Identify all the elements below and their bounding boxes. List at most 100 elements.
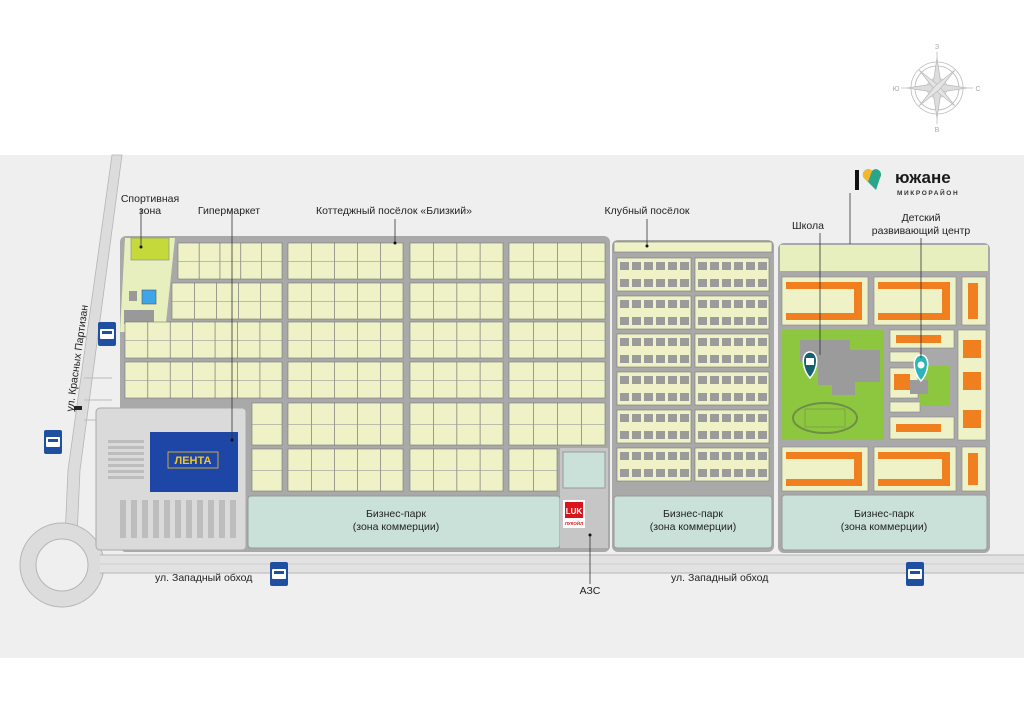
compass-east: С [975, 86, 980, 93]
cottage-house [722, 338, 731, 346]
label-kids-center-2: развивающий центр [872, 225, 971, 237]
cottage-house [620, 414, 629, 422]
brand-name: южане [895, 168, 951, 187]
cottage-house [710, 469, 719, 477]
parking-row [153, 500, 159, 538]
lot-divider [288, 261, 403, 262]
cottage-house [620, 355, 629, 363]
cottage-house [734, 393, 743, 401]
bus-stop-icon[interactable] [906, 562, 924, 586]
lot-divider [509, 424, 605, 425]
cottage-house [680, 262, 689, 270]
cottage-house [746, 338, 755, 346]
lenta-sign [167, 451, 219, 469]
cottage-house [710, 317, 719, 325]
residential-block [889, 401, 921, 413]
parking-row [108, 452, 144, 455]
apartment-building [878, 452, 942, 459]
cottage-house [644, 279, 653, 287]
lukoil-name: ЛУКОЙЛ [565, 519, 584, 526]
cottage-house [734, 355, 743, 363]
apartment-building [878, 479, 942, 486]
yuzhane-north-strip [780, 245, 988, 271]
pool [141, 289, 157, 305]
cottage-house [734, 300, 743, 308]
business-park-3 [781, 494, 988, 551]
cottage-house [722, 300, 731, 308]
cottage-house [698, 355, 707, 363]
cottage-house [668, 317, 677, 325]
cottage-house [632, 338, 641, 346]
school-pin-icon[interactable] [802, 351, 818, 380]
club-lot-block [694, 371, 770, 406]
apartment-building [786, 452, 854, 459]
cottage-house [656, 338, 665, 346]
cottage-house [698, 376, 707, 384]
cottage-house [758, 355, 767, 363]
parking-row [219, 500, 225, 538]
cottage-house [680, 355, 689, 363]
cottage-house [620, 317, 629, 325]
cottage-house [668, 376, 677, 384]
business-park-2-subtitle: (зона коммерции) [650, 521, 737, 533]
label-hypermarket: Гипермаркет [198, 205, 260, 217]
lot-divider [509, 261, 605, 262]
cottage-house [668, 452, 677, 460]
bus-stop-icon[interactable] [98, 322, 116, 346]
apartment-building [896, 335, 941, 343]
parking-row [197, 500, 203, 538]
cottage-house [644, 431, 653, 439]
lot-divider [288, 470, 403, 471]
compass-north: З [935, 44, 939, 51]
parking-row [164, 500, 170, 538]
apartment-building [963, 372, 981, 390]
cottage-house [644, 355, 653, 363]
cottage-house [632, 414, 641, 422]
cottage-house [644, 452, 653, 460]
cottage-house [758, 393, 767, 401]
cottage-house [680, 414, 689, 422]
business-park-1-title: Бизнес-парк [366, 508, 426, 520]
compass-west: Ю [892, 86, 899, 93]
cottage-house [734, 279, 743, 287]
business-park-2-title: Бизнес-парк [663, 508, 723, 520]
cottage-house [680, 376, 689, 384]
road-zapadny-obkhod [100, 554, 1024, 574]
cottage-house [632, 452, 641, 460]
apartment-building [968, 283, 978, 319]
cottage-house [668, 469, 677, 477]
cottage-house [734, 262, 743, 270]
yuzhane-logo [855, 169, 882, 190]
cottage-house [746, 452, 755, 460]
cottage-house [758, 262, 767, 270]
cottage-house [710, 279, 719, 287]
cottage-house [656, 262, 665, 270]
cottage-house [668, 431, 677, 439]
cottage-house [710, 376, 719, 384]
cottage-house [656, 393, 665, 401]
lenta-logo: ЛЕНТА [175, 455, 212, 467]
apartment-building [968, 453, 978, 485]
brand-subtitle: МИКРОРАЙОН [897, 188, 959, 197]
apartment-building [854, 282, 862, 320]
cottage-house [758, 414, 767, 422]
club-lot-block [616, 409, 692, 444]
cottage-house [632, 262, 641, 270]
cottage-house [620, 300, 629, 308]
cottage-house [656, 355, 665, 363]
cottage-house [722, 376, 731, 384]
club-lot-block [616, 257, 692, 292]
cottage-house [746, 279, 755, 287]
cottage-house [632, 393, 641, 401]
cottage-house [746, 414, 755, 422]
cottage-house [698, 452, 707, 460]
cottage-house [644, 317, 653, 325]
cottage-house [734, 414, 743, 422]
bus-stop-icon[interactable] [270, 562, 288, 586]
cottage-house [746, 317, 755, 325]
lot-divider [288, 301, 403, 302]
club-lot-block [616, 371, 692, 406]
bus-stop-icon[interactable] [44, 430, 62, 454]
parking-row [120, 500, 126, 538]
compass-south: В [935, 127, 940, 134]
